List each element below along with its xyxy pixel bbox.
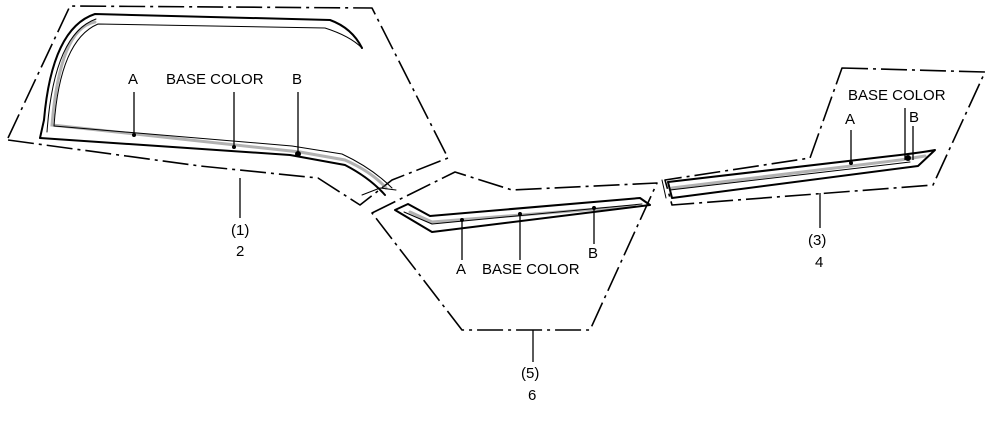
group-outline-middle [371,171,658,331]
window-molding-strip [39,13,393,196]
label-rear-base-color: BASE COLOR [848,87,946,104]
joint-mark-1 [361,187,397,196]
group-outline-window [7,5,449,206]
label-rear-b: B [909,109,920,126]
group-outline-rear [664,67,986,206]
callout-part1-num: 2 [236,243,245,260]
joint-mark-2 [661,179,667,199]
rear-molding-strip [667,149,936,199]
label-middle-b: B [588,245,599,262]
point-marks [132,133,911,222]
middle-molding-strip [394,197,651,233]
label-middle-base-color: BASE COLOR [482,261,580,278]
callout-part5-ref: (5) [521,365,540,382]
callout-part3-ref: (3) [808,232,827,249]
label-window-b: B [292,71,303,88]
callout-part3-num: 4 [815,254,824,271]
callout-part5-num: 6 [528,387,537,404]
label-middle-a: A [456,261,467,278]
callout-part1-ref: (1) [231,222,250,239]
label-window-a: A [128,71,139,88]
label-window-base-color: BASE COLOR [166,71,264,88]
label-rear-a: A [845,111,856,128]
